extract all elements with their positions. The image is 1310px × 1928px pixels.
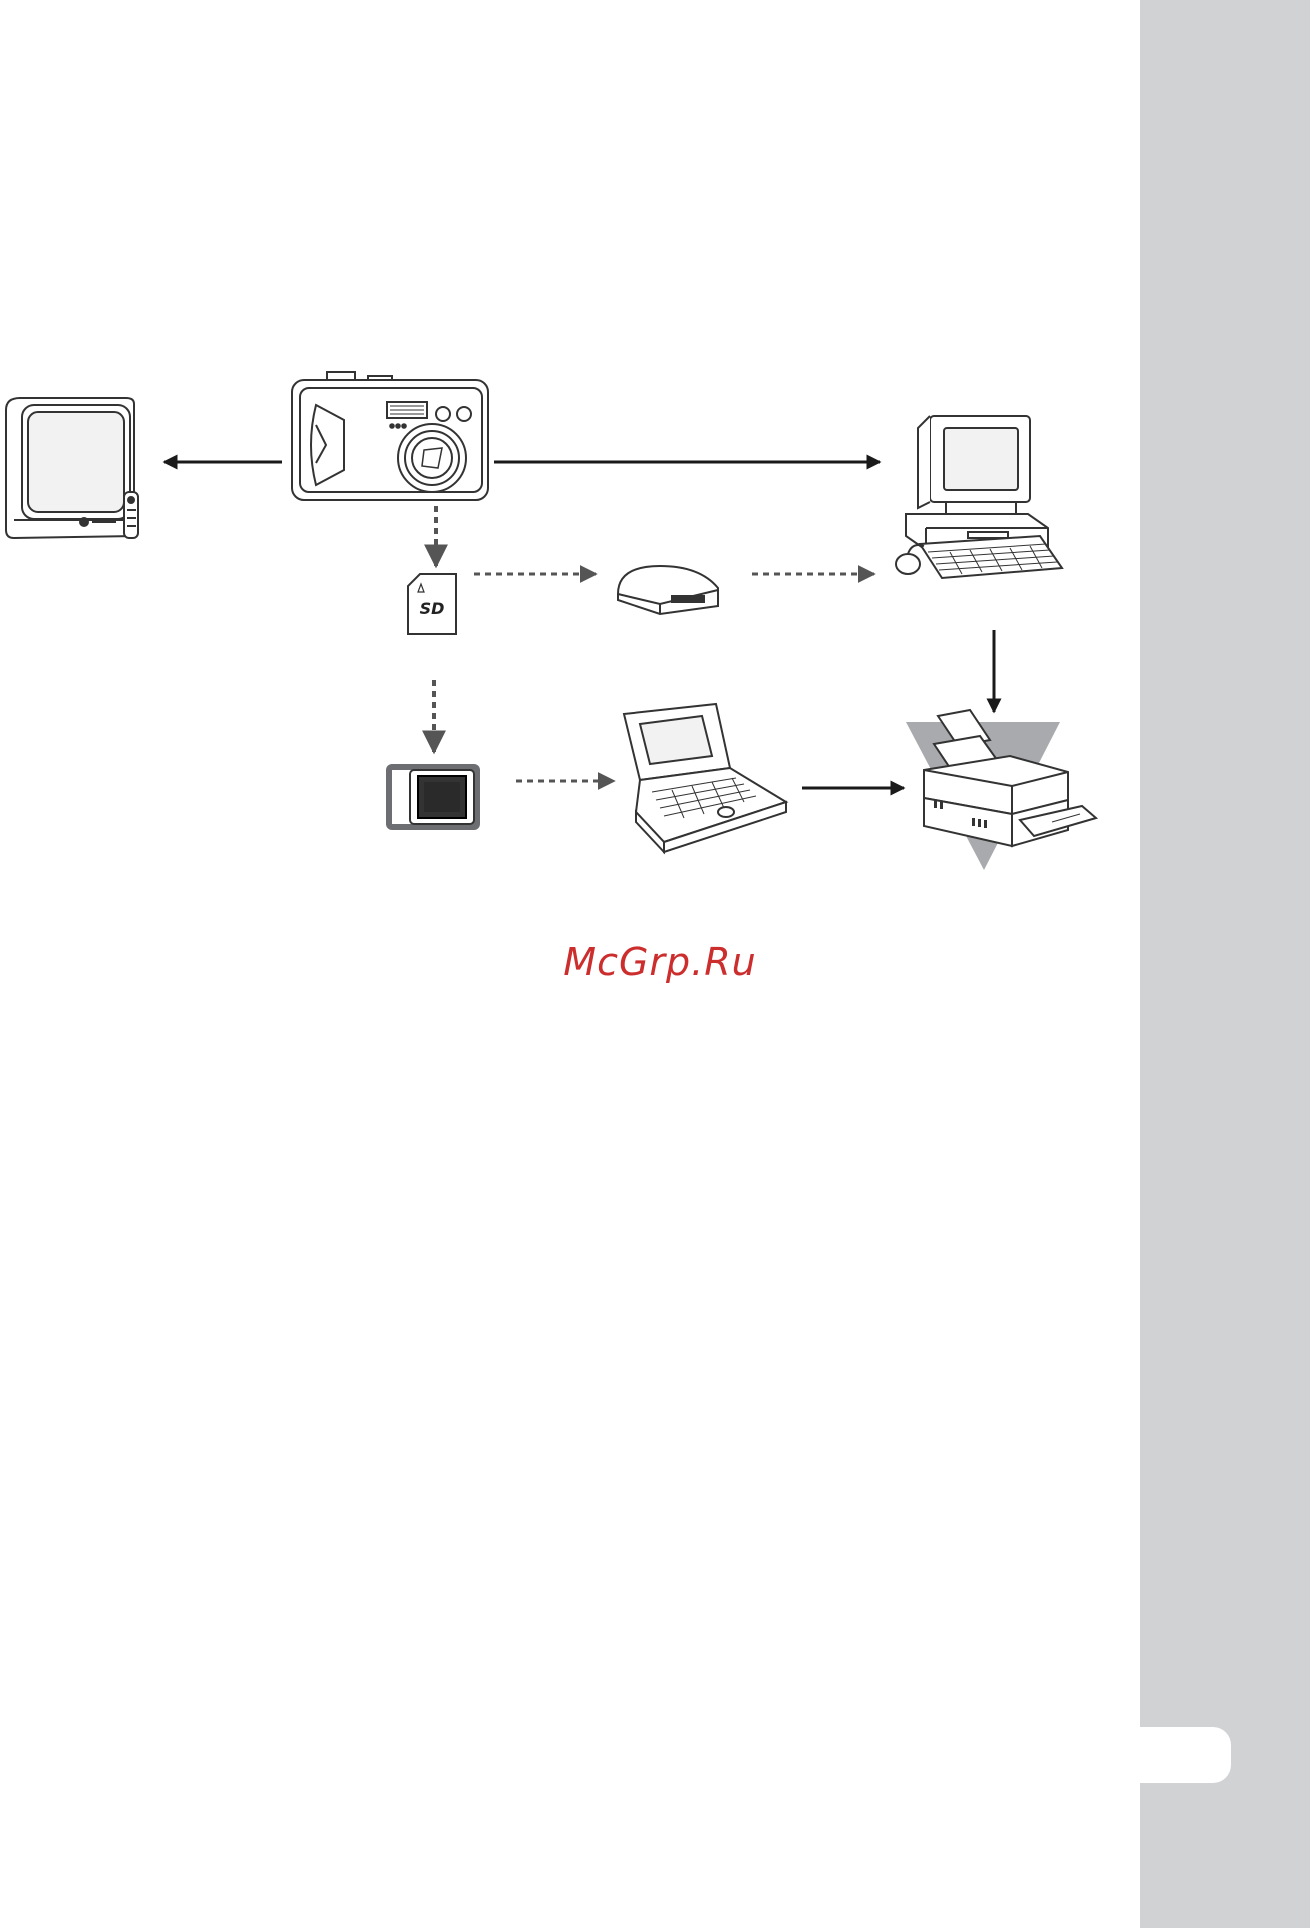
- desktop-computer-icon: [896, 416, 1062, 578]
- sd-card-icon: SD: [408, 574, 456, 634]
- card-reader-icon: [618, 566, 718, 614]
- printer-icon: [906, 710, 1096, 870]
- sd-card-label: SD: [420, 599, 445, 618]
- watermark: McGrp.Ru: [0, 940, 1310, 984]
- television-icon: [6, 398, 138, 538]
- connection-arrows: [164, 462, 994, 788]
- pc-card-adapter-icon: [386, 764, 480, 830]
- laptop-icon: [624, 704, 786, 852]
- digital-camera-icon: [292, 372, 488, 500]
- page-number-tab: [1140, 1727, 1231, 1783]
